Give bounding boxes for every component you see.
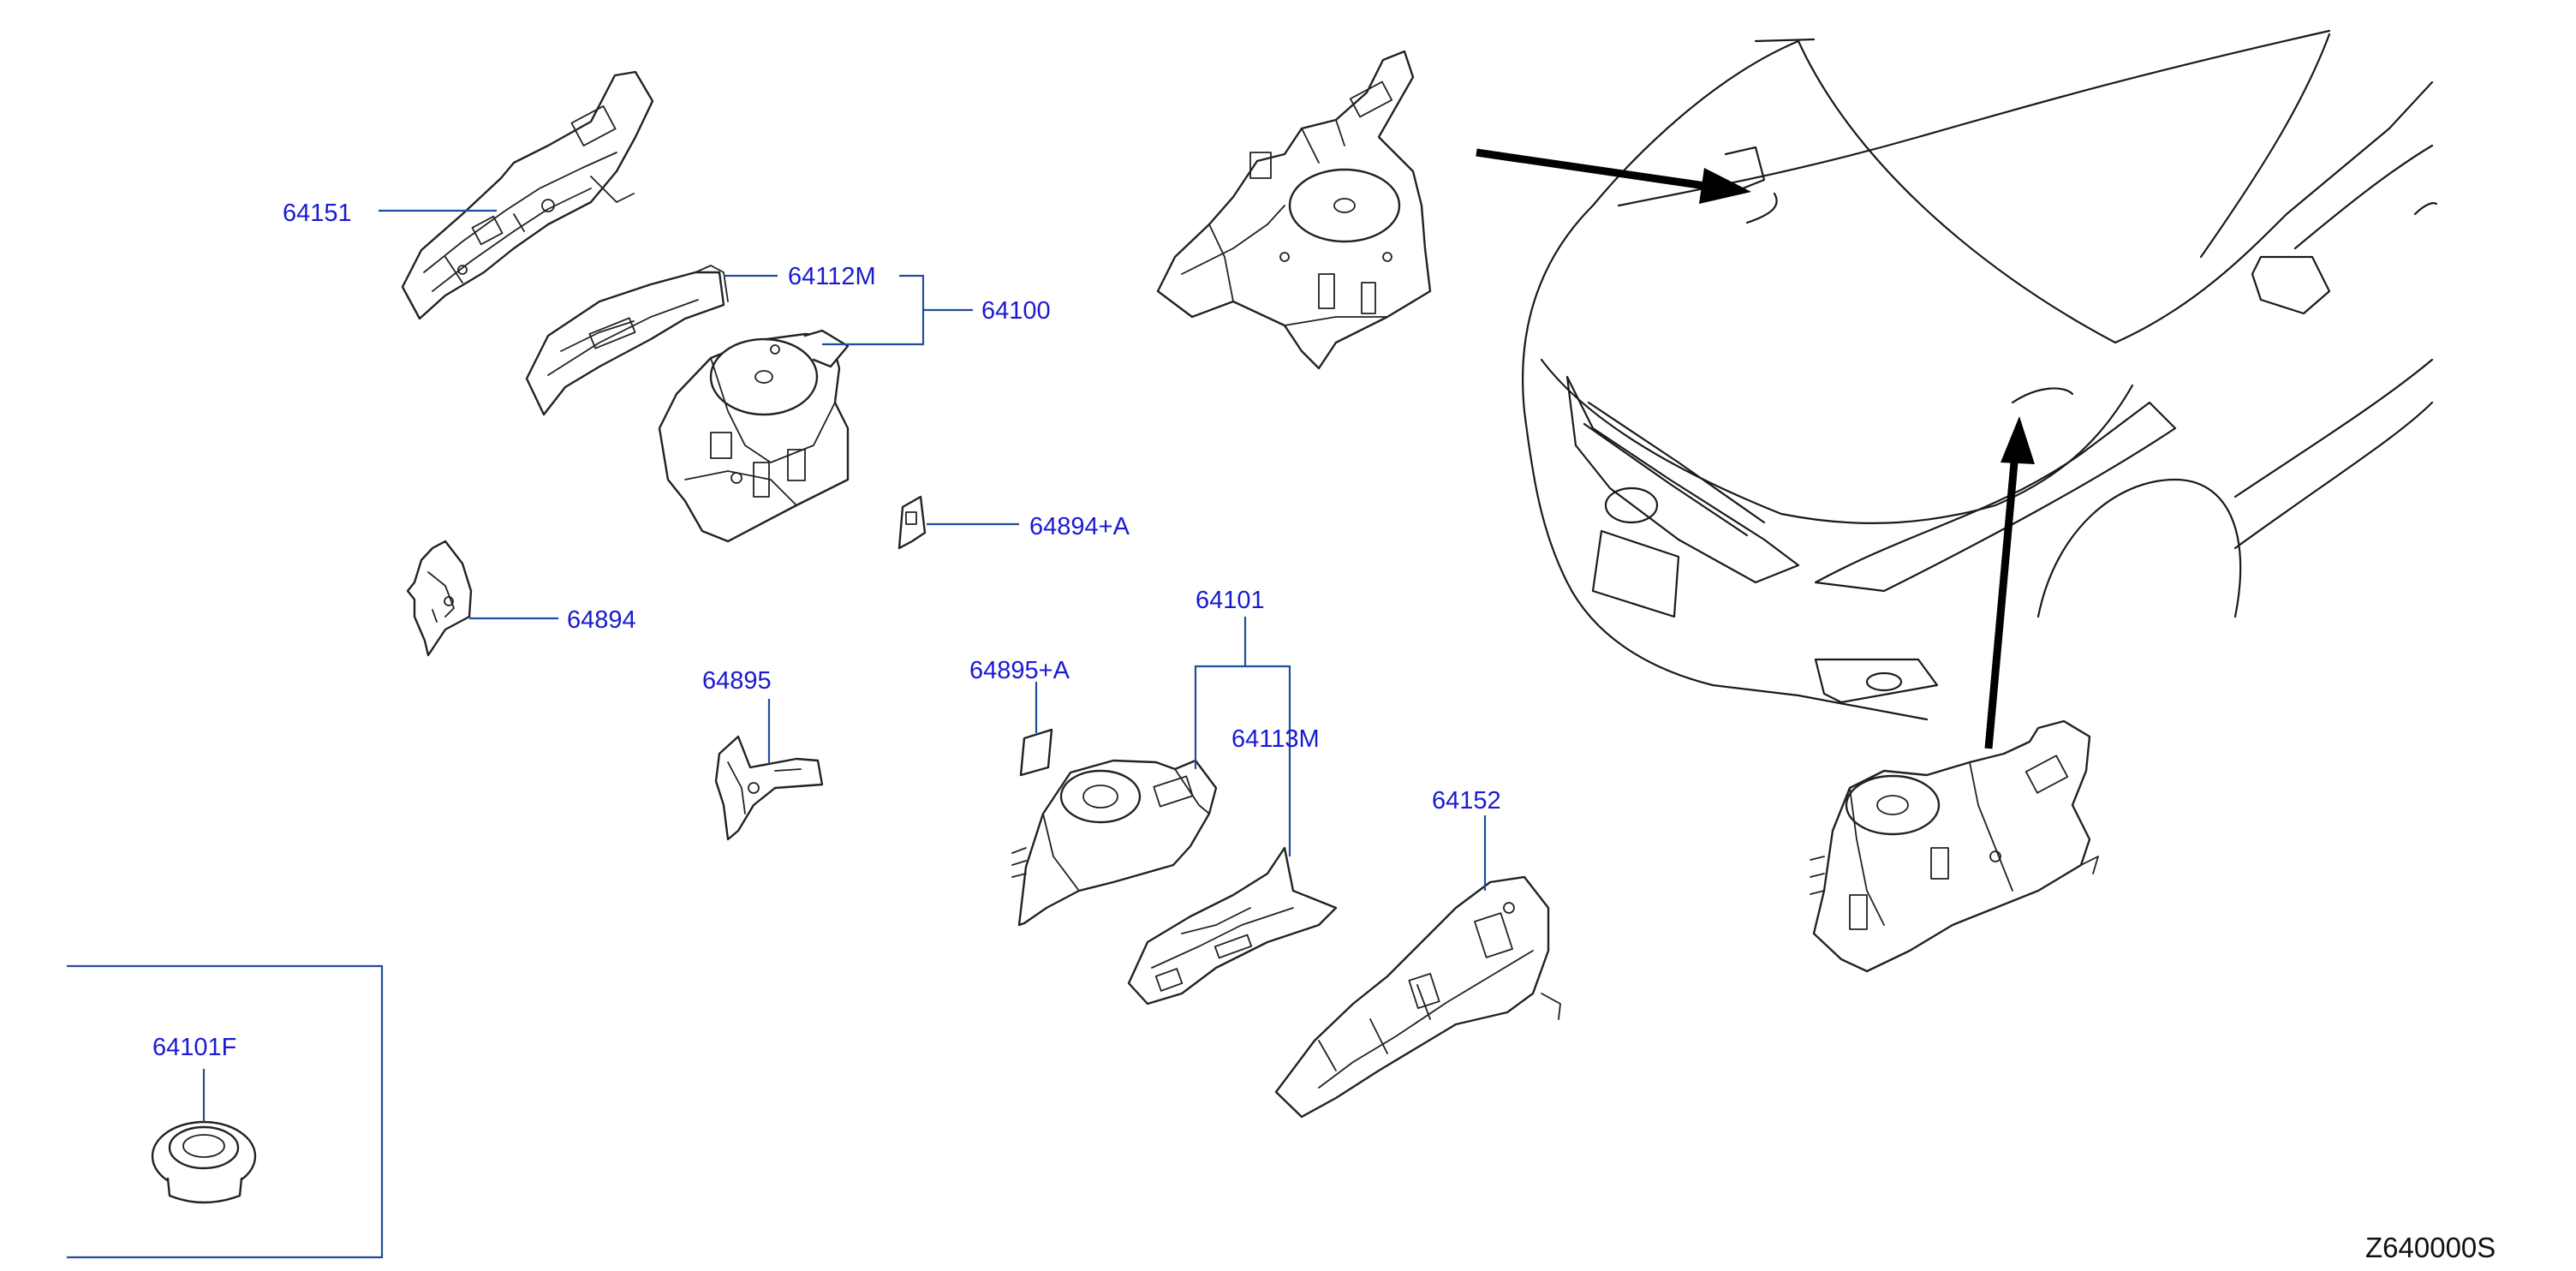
part-64112M-drawing[interactable] — [525, 265, 729, 416]
arrow-to-lower-assembly — [1984, 416, 2035, 749]
callout-64895[interactable]: 64895 — [702, 667, 772, 695]
leader-lines — [67, 209, 1487, 1259]
callout-64152[interactable]: 64152 — [1432, 787, 1501, 815]
leader-64101-bracket — [1194, 665, 1291, 856]
part-64100-drawing[interactable] — [658, 329, 850, 543]
part-64151-drawing[interactable] — [401, 70, 654, 320]
inset-frame-64101F — [67, 964, 384, 1259]
diagram-code: Z640000S — [2365, 1232, 2496, 1263]
callout-64894[interactable]: 64894 — [567, 606, 636, 634]
hoodledge-assembly-upper-view — [1156, 50, 1432, 370]
vehicle-front-view — [1522, 29, 2438, 721]
callout-64112M[interactable]: 64112M — [788, 263, 876, 290]
callout-64894A[interactable]: 64894+A — [1029, 513, 1130, 540]
callout-64101F[interactable]: 64101F — [152, 1034, 236, 1061]
part-64113M-drawing[interactable] — [1127, 846, 1338, 1005]
part-64894-drawing[interactable] — [406, 540, 473, 657]
part-64152-drawing[interactable] — [1274, 875, 1561, 1119]
arrow-to-upper-assembly — [1476, 148, 1751, 204]
part-64895-drawing[interactable] — [714, 735, 824, 841]
callout-64101[interactable]: 64101 — [1196, 587, 1265, 614]
part-64101-drawing[interactable] — [1011, 759, 1218, 927]
part-64894A-drawing[interactable] — [897, 495, 927, 550]
callout-64151[interactable]: 64151 — [283, 200, 352, 227]
hoodledge-assembly-lower-view — [1810, 719, 2099, 973]
callout-64100[interactable]: 64100 — [981, 297, 1051, 325]
part-64895A-drawing[interactable] — [1019, 728, 1053, 777]
part-64101F-drawing[interactable] — [151, 1120, 257, 1204]
callout-64113M[interactable]: 64113M — [1231, 725, 1320, 753]
callout-64895A[interactable]: 64895+A — [969, 657, 1070, 684]
